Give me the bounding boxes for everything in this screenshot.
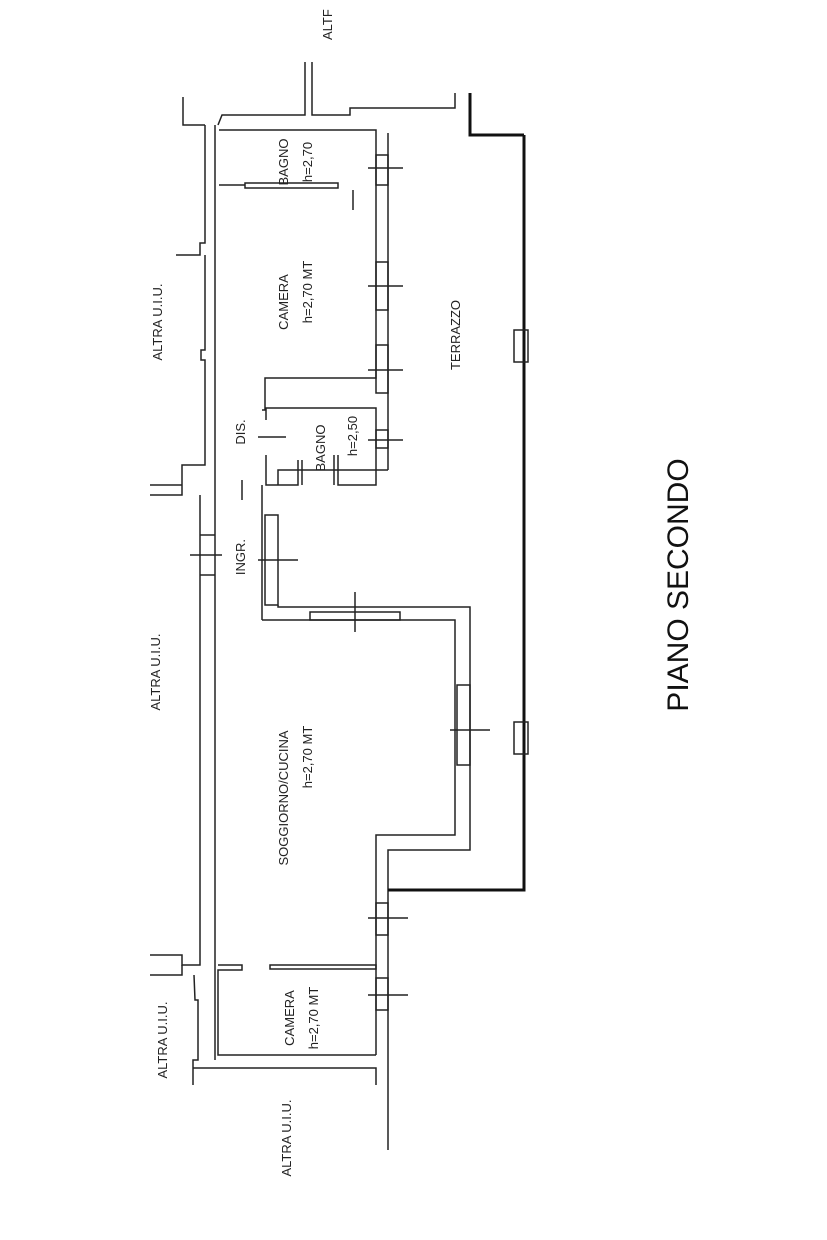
room-soggiorno-name: SOGGIORNO/CUCINA (276, 730, 291, 865)
room-soggiorno-height: h=2,70 MT (300, 726, 315, 789)
room-camera2-height: h=2,70 MT (306, 987, 321, 1050)
room-dis-name: DIS. (233, 419, 248, 444)
neighbor-label-bottom: ALTRA U.I.U. (279, 1099, 294, 1176)
labels: ALTF ALTRA U.I.U. ALTRA U.I.U. ALTRA U.I… (148, 9, 695, 1176)
neighbor-label-left-middle: ALTRA U.I.U. (148, 633, 163, 710)
neighbor-label-left-upper: ALTRA U.I.U. (150, 283, 165, 360)
neighbor-label-left-lower: ALTRA U.I.U. (155, 1001, 170, 1078)
room-bagno1-height: h=2,70 (300, 142, 315, 182)
floor-title: PIANO SECONDO (662, 458, 695, 711)
room-terrazzo-name: TERRAZZO (448, 300, 463, 370)
room-bagno1-name: BAGNO (276, 139, 291, 186)
room-camera2-name: CAMERA (282, 990, 297, 1046)
room-bagno2-name: BAGNO (313, 425, 328, 472)
room-camera1-height: h=2,70 MT (300, 261, 315, 324)
neighbor-label-top: ALTF (320, 9, 335, 40)
room-camera1-name: CAMERA (276, 274, 291, 330)
room-ingr-name: INGR. (233, 539, 248, 575)
walls (150, 62, 529, 1150)
room-bagno2-height: h=2,50 (345, 416, 360, 456)
